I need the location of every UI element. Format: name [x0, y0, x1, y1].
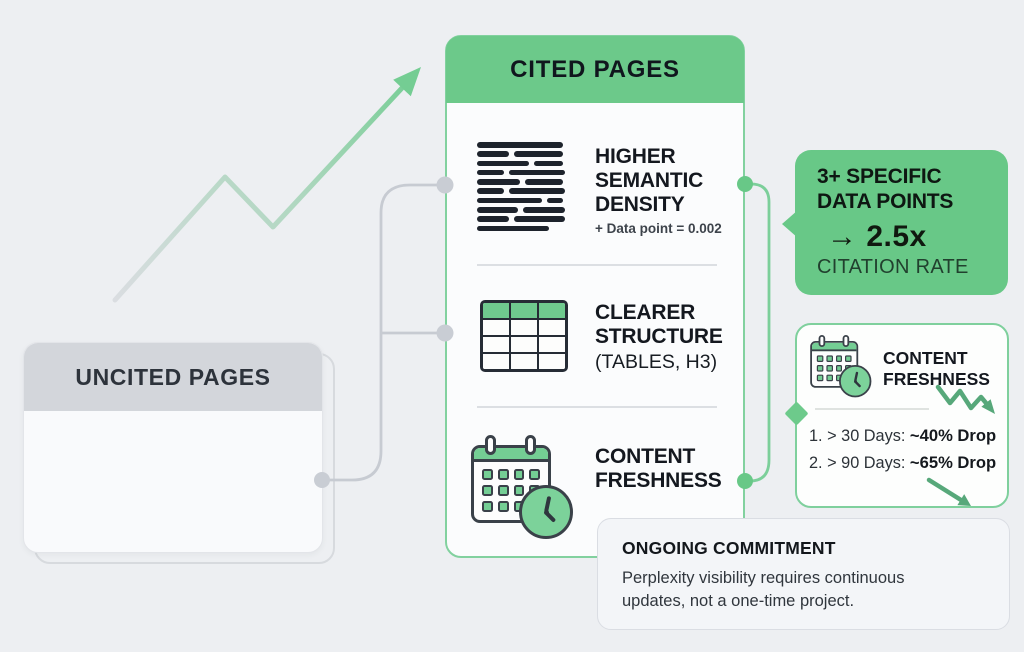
- callout-highlight: → 2.5x: [827, 220, 927, 253]
- cited-pages-card: CITED PAGES HIGHER SEMANTIC DENSITY + Da…: [445, 35, 745, 558]
- uncited-pages-header: UNCITED PAGES: [24, 343, 322, 411]
- commitment-title: ONGOING COMMITMENT: [622, 538, 836, 558]
- calendar-clock-icon: [469, 435, 575, 541]
- mini-calendar-clock-icon: [809, 335, 877, 401]
- divider: [815, 408, 929, 410]
- freshness-callout: CONTENT FRESHNESS 1. > 30 Days: ~40% Dro…: [784, 323, 1009, 508]
- freshness-stat-row: 2. > 90 Days: ~65% Drop: [809, 452, 997, 472]
- divider: [477, 264, 717, 266]
- table-icon: [480, 300, 568, 372]
- feature-row-structure: CLEARER STRUCTURE (TABLES, H3): [595, 301, 723, 374]
- commitment-body: Perplexity visibility requires continuou…: [622, 569, 905, 610]
- divider: [477, 406, 717, 408]
- clock-icon: [519, 485, 573, 539]
- data-points-callout: 3+ SPECIFIC DATA POINTS → 2.5x CITATION …: [782, 150, 1008, 295]
- callout-line: 3+ SPECIFIC: [817, 165, 942, 188]
- cited-pages-title: CITED PAGES: [510, 55, 680, 83]
- callout-tail: [782, 210, 798, 238]
- declining-trend-icon: [935, 384, 995, 414]
- feature-title: HIGHER SEMANTIC DENSITY: [595, 145, 704, 216]
- commitment-note: ONGOING COMMITMENT Perplexity visibility…: [597, 518, 1010, 630]
- freshness-stats: 1. > 30 Days: ~40% Drop 2. > 90 Days: ~6…: [809, 423, 1001, 476]
- text-lines-icon: [477, 142, 567, 235]
- feature-title: CLEARER STRUCTURE: [595, 301, 723, 348]
- callout-tail: [784, 401, 809, 426]
- feature-subtitle: (TABLES, H3): [595, 351, 718, 373]
- uncited-pages-box: UNCITED PAGES: [23, 342, 323, 553]
- callout-line: DATA POINTS: [817, 189, 954, 213]
- freshness-title: CONTENT FRESHNESS: [883, 348, 990, 389]
- down-arrow-icon: [926, 477, 971, 506]
- feature-subtitle: + Data point = 0.002: [595, 221, 722, 236]
- cited-pages-header: CITED PAGES: [446, 36, 744, 103]
- feature-row-freshness: CONTENT FRESHNESS: [595, 445, 722, 493]
- feature-title: CONTENT FRESHNESS: [595, 445, 722, 492]
- callout-line: CITATION RATE: [817, 256, 969, 278]
- freshness-stat-row: 1. > 30 Days: ~40% Drop: [809, 426, 997, 445]
- uncited-pages-title: UNCITED PAGES: [75, 363, 271, 390]
- feature-row-semantic-density: HIGHER SEMANTIC DENSITY + Data point = 0…: [595, 145, 722, 236]
